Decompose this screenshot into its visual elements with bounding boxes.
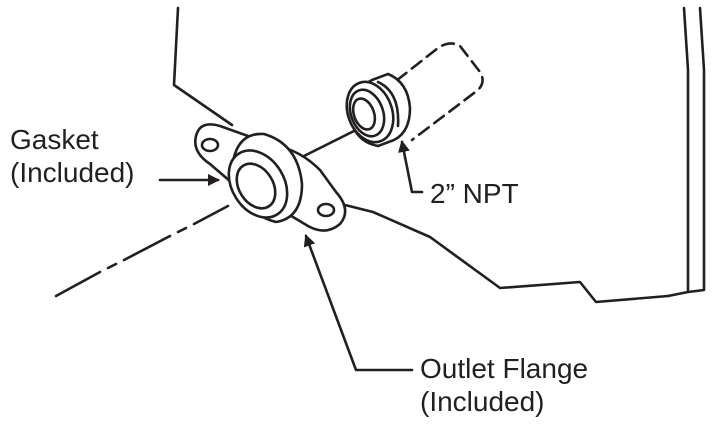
gasket-label-line2: (Included) bbox=[10, 157, 135, 188]
npt-label-text: 2” NPT bbox=[430, 178, 519, 209]
outlet-flange-label: Outlet Flange (Included) bbox=[420, 352, 588, 418]
outlet-flange bbox=[194, 123, 347, 232]
gasket-label-line1: Gasket bbox=[10, 124, 99, 155]
outlet-flange-label-line1: Outlet Flange bbox=[420, 353, 589, 384]
center-axis-line bbox=[54, 128, 358, 298]
npt-label: 2” NPT bbox=[430, 177, 519, 210]
npt-leader bbox=[398, 140, 424, 194]
tank-outline bbox=[172, 6, 706, 304]
flange-leader bbox=[303, 234, 414, 372]
pipe-nipple bbox=[345, 42, 484, 148]
outlet-flange-label-line2: (Included) bbox=[420, 386, 545, 417]
gasket-label: Gasket (Included) bbox=[10, 123, 135, 189]
